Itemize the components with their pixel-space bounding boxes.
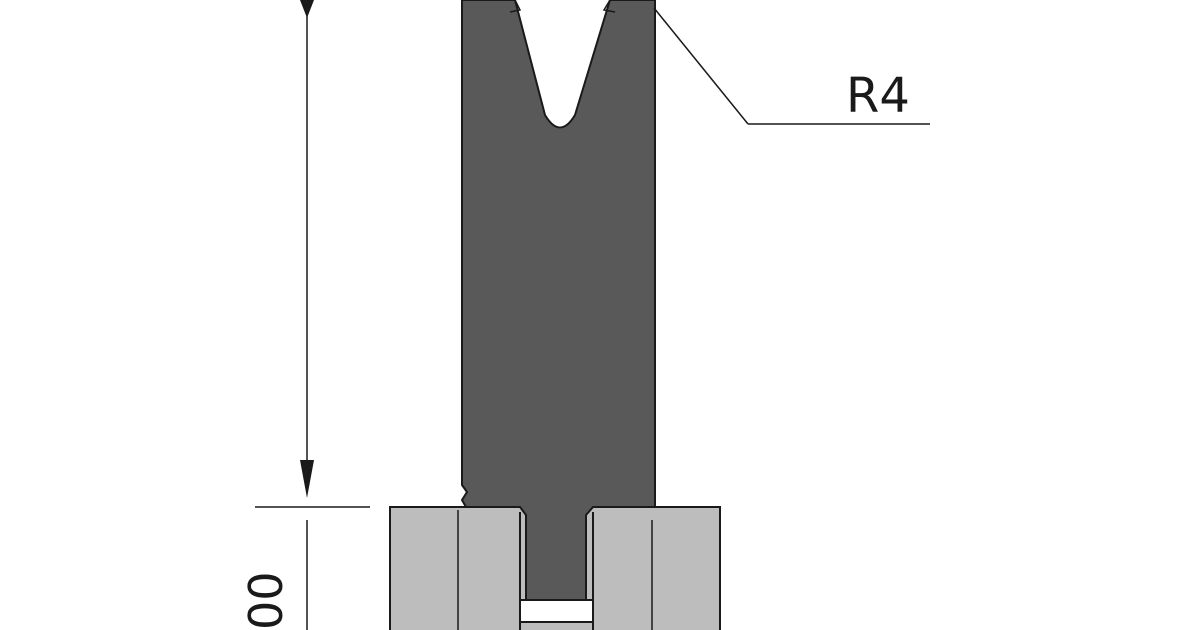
slot-key [519, 599, 594, 623]
arrow-down-icon [300, 460, 314, 498]
arrow-up-icon [300, 0, 314, 18]
vertical-dimension-label: 00 [239, 571, 293, 630]
radius-label: R4 [846, 68, 910, 124]
radius-leader [653, 7, 930, 125]
die-body [461, 0, 656, 601]
vertical-dimension [255, 0, 370, 630]
